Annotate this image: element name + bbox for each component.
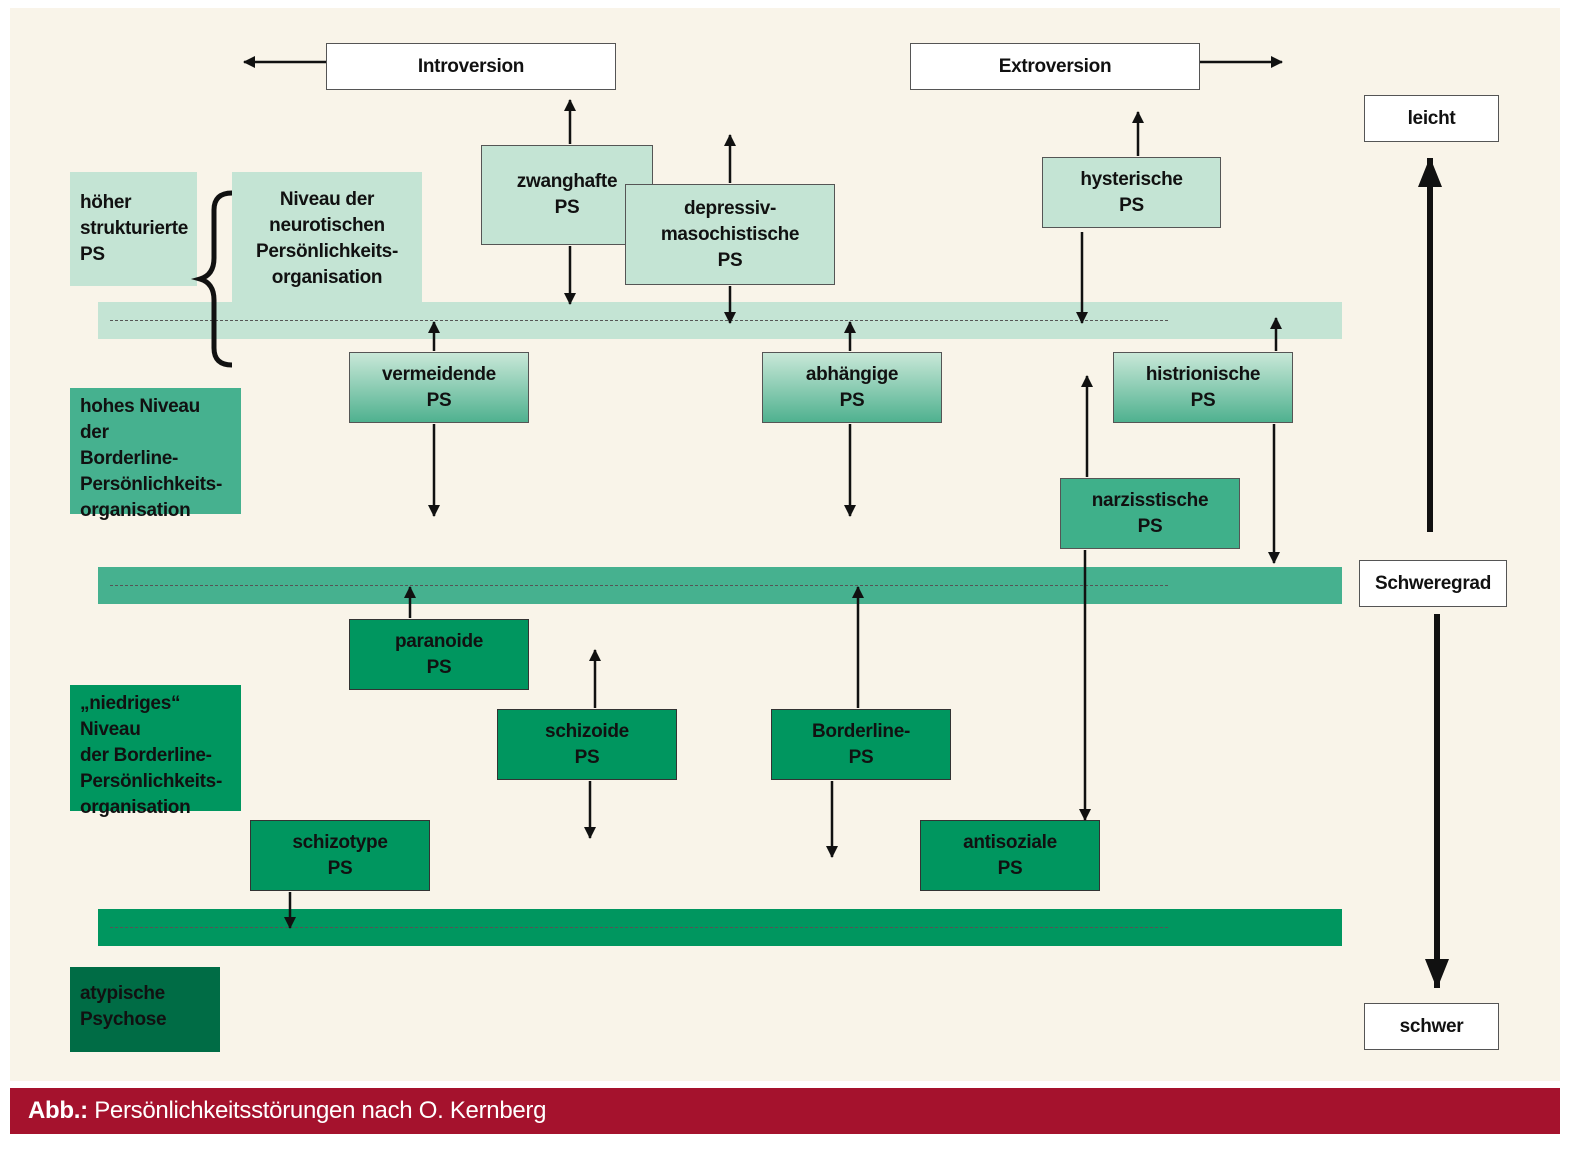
band-dashed-line bbox=[110, 927, 1168, 928]
severity-label: Schweregrad bbox=[1359, 560, 1507, 607]
caption-text: Persönlichkeitsstörungen nach O. Kernber… bbox=[87, 1097, 547, 1124]
band-dashed-line bbox=[110, 585, 1168, 586]
neurotic-level-band bbox=[98, 302, 1342, 339]
extroversion-label: Extroversion bbox=[910, 43, 1200, 90]
introversion-label: Introversion bbox=[326, 43, 616, 90]
borderline-high-level-band bbox=[98, 567, 1342, 604]
neurotic-level-brace bbox=[190, 190, 233, 368]
borderline-low-level-band bbox=[98, 909, 1342, 946]
figure-caption: Abb.: Persönlichkeitsstörungen nach O. K… bbox=[10, 1088, 1560, 1134]
band-dashed-line bbox=[110, 320, 1168, 321]
box-borderline-ps: Borderline-PS bbox=[771, 709, 951, 780]
severity-mild-label: leicht bbox=[1364, 95, 1499, 142]
caption-label: Abb.: bbox=[28, 1097, 88, 1124]
severity-severe-label: schwer bbox=[1364, 1003, 1499, 1050]
